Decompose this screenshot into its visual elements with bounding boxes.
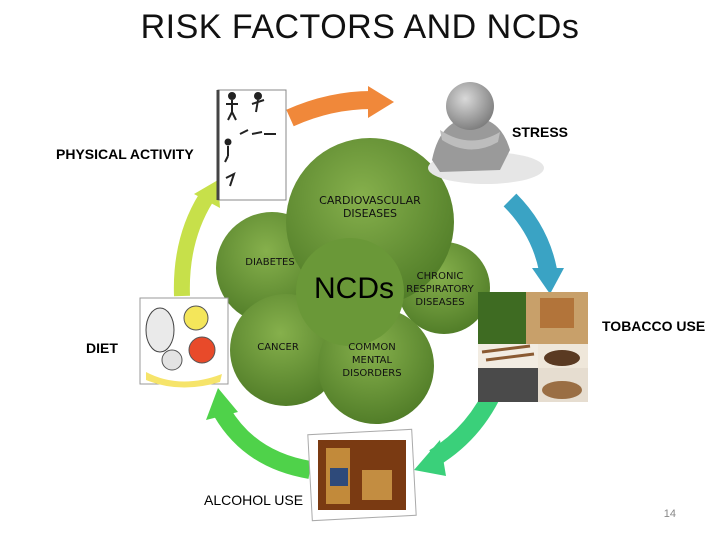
alcohol-image bbox=[307, 428, 417, 522]
arrow-blue-head bbox=[532, 268, 564, 294]
label-alcohol: ALCOHOL USE bbox=[204, 492, 304, 508]
physical-activity-image bbox=[216, 89, 287, 201]
arrow-green-head bbox=[414, 440, 446, 476]
arrow-lightgreen bbox=[214, 407, 312, 479]
arrow-blue bbox=[503, 193, 557, 272]
arrow-orange bbox=[286, 91, 373, 127]
arrow-orange-head bbox=[368, 86, 394, 118]
arrow-lime bbox=[173, 193, 213, 297]
diet-image bbox=[139, 297, 229, 388]
page-title: RISK FACTORS AND NCDs bbox=[140, 8, 580, 46]
disease-circles bbox=[216, 138, 490, 424]
label-mental: COMMON MENTAL DISORDERS bbox=[342, 342, 402, 379]
label-cardiovascular: CARDIOVASCULAR DISEASES bbox=[319, 194, 421, 220]
slide-number: 14 bbox=[663, 508, 676, 520]
cycle-arrows bbox=[173, 86, 564, 479]
label-cancer: CANCER bbox=[257, 342, 299, 353]
label-stress: STRESS bbox=[512, 124, 569, 140]
ncds-label: NCDs bbox=[314, 272, 394, 305]
circle-ncds bbox=[296, 238, 404, 346]
label-tobacco: TOBACCO USE bbox=[602, 318, 706, 334]
tobacco-images bbox=[478, 292, 588, 402]
label-physical-activity: PHYSICAL ACTIVITY bbox=[56, 146, 194, 162]
stress-figure bbox=[428, 82, 544, 184]
label-diabetes: DIABETES bbox=[245, 257, 295, 268]
arrow-lime-head bbox=[194, 180, 220, 208]
label-chronic-respiratory: CHRONIC RESPIRATORY DISEASES bbox=[406, 271, 474, 308]
label-diet: DIET bbox=[86, 340, 118, 356]
arrow-lightgreen-head bbox=[206, 388, 238, 420]
